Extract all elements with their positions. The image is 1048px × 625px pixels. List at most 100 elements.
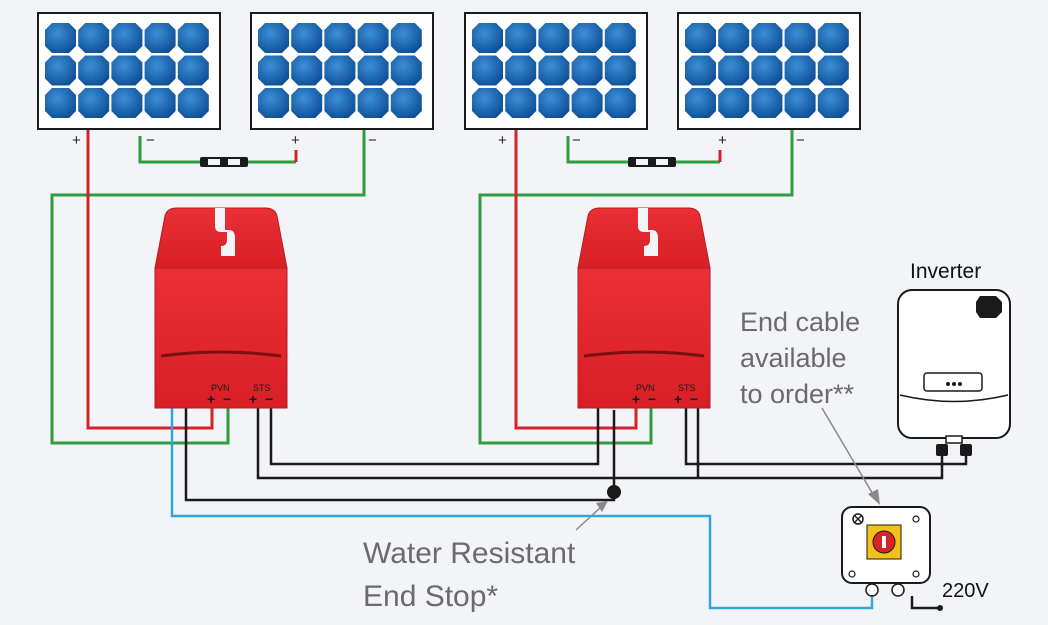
solar-cell <box>817 23 849 53</box>
optimizer-1-pvn-label: PVN <box>211 383 230 393</box>
solar-cell <box>390 88 422 118</box>
inverter-label: Inverter <box>910 260 981 283</box>
optimizer-1: PVN STS + − + − <box>154 207 288 409</box>
solar-cell <box>45 55 76 86</box>
end-stop-note-line1: Water Resistant <box>363 537 576 570</box>
solar-cell <box>357 55 389 86</box>
solar-cell <box>538 23 570 53</box>
optimizer-2: PVN STS + − + − <box>577 207 711 409</box>
solar-cell <box>357 23 389 53</box>
solar-cell <box>78 23 110 53</box>
end-cable-note: End cable available to order** <box>740 307 860 409</box>
solar-cell <box>291 88 323 118</box>
optimizer-1-sts-label: STS <box>253 383 271 393</box>
green-wire-panel2-to-opt1 <box>50 130 366 445</box>
optimizer-2-pvn-label: PVN <box>636 383 655 393</box>
solar-cell <box>784 88 816 118</box>
solar-cell <box>685 55 716 86</box>
solar-cell <box>685 23 716 53</box>
green-wire-panel4-to-opt2 <box>478 130 794 445</box>
solar-cell <box>111 88 143 118</box>
solar-cell <box>784 55 816 86</box>
black-wire-opt1-sts-a <box>256 408 944 480</box>
end-cable-arrow <box>821 407 880 505</box>
panel-terminal-labels: + − + − + − + − <box>72 132 805 149</box>
green-wire-panel3-to-panel4 <box>566 136 628 164</box>
solar-cell <box>472 23 503 53</box>
solar-cell <box>571 88 603 118</box>
solar-cell <box>751 55 783 86</box>
solar-cell <box>324 23 356 53</box>
panel2-minus-label: − <box>368 132 377 149</box>
solar-cell <box>144 55 176 86</box>
end-stop-note-line2: End Stop* <box>363 580 498 613</box>
ac-output-terminal <box>937 605 943 611</box>
end-cable-note-line2: available <box>740 343 847 373</box>
black-wire-opt1-pvn-to-endstop <box>184 408 616 502</box>
solar-cell <box>45 88 76 118</box>
panel2-plus-label: + <box>291 132 300 149</box>
panel1-minus-label: − <box>146 132 155 149</box>
inverter-display <box>923 372 983 392</box>
solar-panel-1 <box>37 12 221 130</box>
solar-cell <box>291 55 323 86</box>
solar-panels <box>37 12 861 130</box>
optimizer-2-sts-minus: − <box>690 391 698 407</box>
voltage-label: 220V <box>942 580 989 602</box>
solar-cell <box>718 55 750 86</box>
black-wire-opt2-sts <box>684 408 968 466</box>
solar-cell <box>390 23 422 53</box>
blue-wire-to-switch <box>170 408 874 610</box>
end-stop-arrow <box>575 501 608 531</box>
solar-cell <box>291 23 323 53</box>
solar-cell <box>472 55 503 86</box>
solar-cell <box>324 55 356 86</box>
optimizer-1-sts-minus: − <box>265 391 273 407</box>
mc4-connector-1 <box>200 157 248 167</box>
optimizer-2-pvn-minus: − <box>648 391 656 407</box>
wires <box>50 130 968 610</box>
solar-cell <box>505 55 537 86</box>
solar-cell <box>111 23 143 53</box>
solar-cell <box>751 23 783 53</box>
panel3-minus-label: − <box>572 132 581 149</box>
solar-cell <box>324 88 356 118</box>
solar-cell <box>144 88 176 118</box>
end-cable-note-line1: End cable <box>740 307 860 337</box>
red-wire-panel1-plus-to-opt1 <box>86 130 214 430</box>
solar-cell <box>78 55 110 86</box>
solar-panel-3 <box>464 12 648 130</box>
solar-cell <box>177 88 209 118</box>
solar-cell <box>571 55 603 86</box>
panel3-plus-label: + <box>498 132 507 149</box>
water-resistant-end-stop <box>607 485 621 499</box>
green-wire-panel1-to-panel2 <box>138 136 200 164</box>
inverter <box>897 289 1011 456</box>
solar-cell <box>177 55 209 86</box>
solar-cell <box>604 55 636 86</box>
solar-cell <box>258 55 289 86</box>
solar-cell <box>111 55 143 86</box>
red-wires <box>86 130 722 430</box>
solar-cell <box>472 88 503 118</box>
solar-cell <box>817 55 849 86</box>
solar-cell <box>604 23 636 53</box>
solar-cell <box>258 23 289 53</box>
solar-cell <box>718 23 750 53</box>
solar-cell <box>571 23 603 53</box>
panel4-plus-label: + <box>718 132 727 149</box>
black-wires <box>184 408 968 610</box>
solar-cell <box>177 23 209 53</box>
optimizer-2-pvn-plus: + <box>632 391 640 407</box>
solar-cell <box>817 88 849 118</box>
solar-cell <box>78 88 110 118</box>
optimizer-2-sts-label: STS <box>678 383 696 393</box>
solar-cell <box>718 88 750 118</box>
green-wires <box>50 130 794 445</box>
panel1-plus-label: + <box>72 132 81 149</box>
solar-cell <box>538 55 570 86</box>
solar-cell <box>685 88 716 118</box>
solar-cell <box>45 23 76 53</box>
